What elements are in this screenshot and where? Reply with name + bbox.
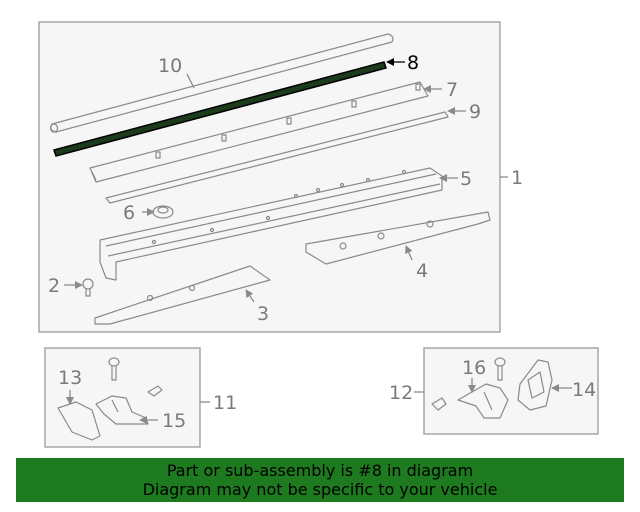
callout-5: 5 [460,168,472,190]
notice-banner: Part or sub-assembly is #8 in diagram Di… [16,458,624,502]
part-8-strip[interactable] [53,61,387,157]
callout-4: 4 [416,260,428,282]
part-14-mudguard[interactable] [517,359,553,411]
callout-12: 12 [389,382,413,404]
callout-7: 7 [446,79,458,101]
callout-9: 9 [469,101,481,123]
leader-4 [405,245,413,261]
callout-16: 16 [462,357,486,379]
callout-11: 11 [213,392,237,414]
callout-3: 3 [257,303,269,325]
parts-diagram: 10 8 7 9 5 1 6 4 2 3 13 15 11 [38,21,599,448]
callout-8: 8 [407,52,419,74]
part-13-mudguard[interactable] [57,401,101,441]
left-screw[interactable] [108,357,120,381]
callout-6: 6 [123,202,135,224]
part-10-tube[interactable] [49,33,394,133]
callout-1: 1 [511,167,523,189]
right-clip[interactable] [431,397,447,411]
part-2-screw[interactable] [82,278,94,297]
callout-14: 14 [572,379,596,401]
part-3-plate[interactable] [94,265,271,325]
part-5-rail[interactable] [99,167,443,281]
banner-line-1: Part or sub-assembly is #8 in diagram [166,461,474,480]
part-4-plate[interactable] [305,211,491,265]
callout-2: 2 [48,275,60,297]
callout-13: 13 [58,367,82,389]
banner-line-2: Diagram may not be specific to your vehi… [142,480,498,499]
leader-10 [186,73,195,89]
part-9-strip[interactable] [105,111,449,204]
callout-10: 10 [158,55,182,77]
left-clip[interactable] [147,385,163,397]
callout-15: 15 [162,410,186,432]
part-7-moulding[interactable] [89,81,429,183]
right-sub-assembly-frame [423,347,599,435]
main-assembly-frame [38,21,501,333]
part-16-bracket[interactable] [457,383,509,419]
leader-3 [245,289,255,303]
right-screw[interactable] [494,357,506,381]
